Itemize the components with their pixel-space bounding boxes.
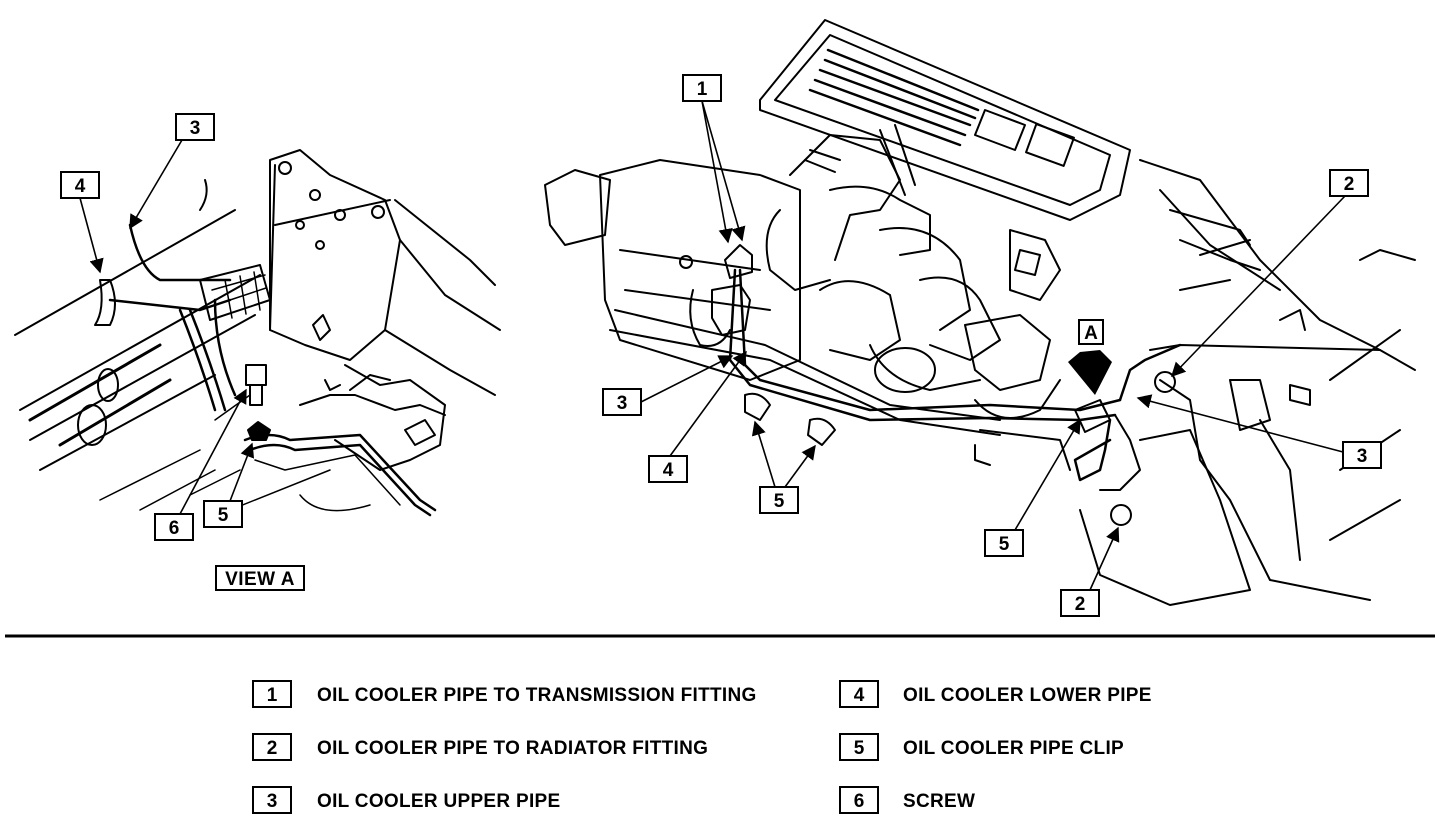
leader-right-3 [1136, 394, 1344, 453]
svg-text:VIEW A: VIEW A [225, 569, 295, 590]
svg-text:1: 1 [267, 685, 278, 706]
legend: 1 OIL COOLER PIPE TO TRANSMISSION FITTIN… [252, 680, 1152, 814]
svg-text:1: 1 [697, 79, 708, 100]
svg-text:3: 3 [617, 393, 628, 414]
legend-item-5: 5 OIL COOLER PIPE CLIP [839, 733, 1124, 761]
svg-text:OIL COOLER UPPER PIPE: OIL COOLER UPPER PIPE [317, 791, 561, 812]
svg-text:3: 3 [1357, 446, 1368, 467]
callout-right-5: 5 [984, 529, 1024, 557]
svg-text:OIL COOLER PIPE CLIP: OIL COOLER PIPE CLIP [903, 738, 1124, 759]
callout-main-5: 5 [759, 486, 799, 514]
svg-text:OIL COOLER LOWER PIPE: OIL COOLER LOWER PIPE [903, 685, 1152, 706]
svg-text:6: 6 [854, 791, 865, 812]
svg-text:5: 5 [854, 738, 865, 759]
legend-item-2: 2 OIL COOLER PIPE TO RADIATOR FITTING [252, 733, 708, 761]
svg-text:A: A [1084, 323, 1098, 344]
svg-text:5: 5 [999, 534, 1010, 555]
callout-left-5: 5 [203, 500, 243, 528]
leader-main-1b [701, 100, 746, 242]
leader-main-5a [751, 420, 776, 488]
leader-left-5 [229, 442, 255, 502]
callout-left-3: 3 [175, 113, 215, 141]
callout-right-2-top: 2 [1329, 169, 1369, 197]
svg-text:3: 3 [190, 118, 201, 139]
leader-right-5 [1014, 418, 1081, 531]
callout-left-6: 6 [154, 513, 194, 541]
leader-left-3 [129, 139, 183, 230]
view-a-label: VIEW A [215, 565, 305, 591]
view-direction-arrow-icon [1068, 350, 1112, 395]
svg-text:5: 5 [774, 491, 785, 512]
leader-right-2-bottom [1089, 526, 1120, 591]
view-a-illustration [14, 149, 501, 521]
leader-main-3 [640, 355, 734, 403]
engine-transmission-illustration [544, 19, 1416, 606]
legend-item-6: 6 SCREW [839, 786, 975, 814]
leader-right-2-top [1171, 195, 1346, 378]
svg-text:3: 3 [267, 791, 278, 812]
callout-right-3: 3 [1342, 441, 1382, 469]
svg-text:2: 2 [1344, 174, 1355, 195]
svg-text:OIL COOLER PIPE TO RADIATOR FI: OIL COOLER PIPE TO RADIATOR FITTING [317, 738, 708, 759]
callout-left-4: 4 [60, 171, 100, 199]
callout-right-2-bottom: 2 [1060, 589, 1100, 617]
legend-item-3: 3 OIL COOLER UPPER PIPE [252, 786, 561, 814]
svg-text:SCREW: SCREW [903, 791, 975, 812]
callout-main-1: 1 [682, 74, 722, 102]
leader-left-6 [179, 388, 247, 515]
leader-main-4 [669, 350, 747, 457]
callout-main-3: 3 [602, 388, 642, 416]
legend-item-4: 4 OIL COOLER LOWER PIPE [839, 680, 1152, 708]
svg-text:5: 5 [218, 505, 229, 526]
svg-text:2: 2 [1075, 594, 1086, 615]
svg-text:2: 2 [267, 738, 278, 759]
svg-text:4: 4 [663, 460, 674, 481]
leader-main-1a [701, 100, 733, 244]
legend-item-1: 1 OIL COOLER PIPE TO TRANSMISSION FITTIN… [252, 680, 757, 708]
view-a-marker: A [1068, 319, 1112, 395]
svg-text:4: 4 [854, 685, 865, 706]
svg-text:6: 6 [169, 518, 180, 539]
svg-text:OIL COOLER PIPE TO TRANSMISSIO: OIL COOLER PIPE TO TRANSMISSION FITTING [317, 685, 757, 706]
callout-main-4: 4 [648, 455, 688, 483]
leader-main-5b [784, 444, 816, 488]
leader-left-4 [79, 197, 104, 274]
svg-text:4: 4 [75, 176, 86, 197]
